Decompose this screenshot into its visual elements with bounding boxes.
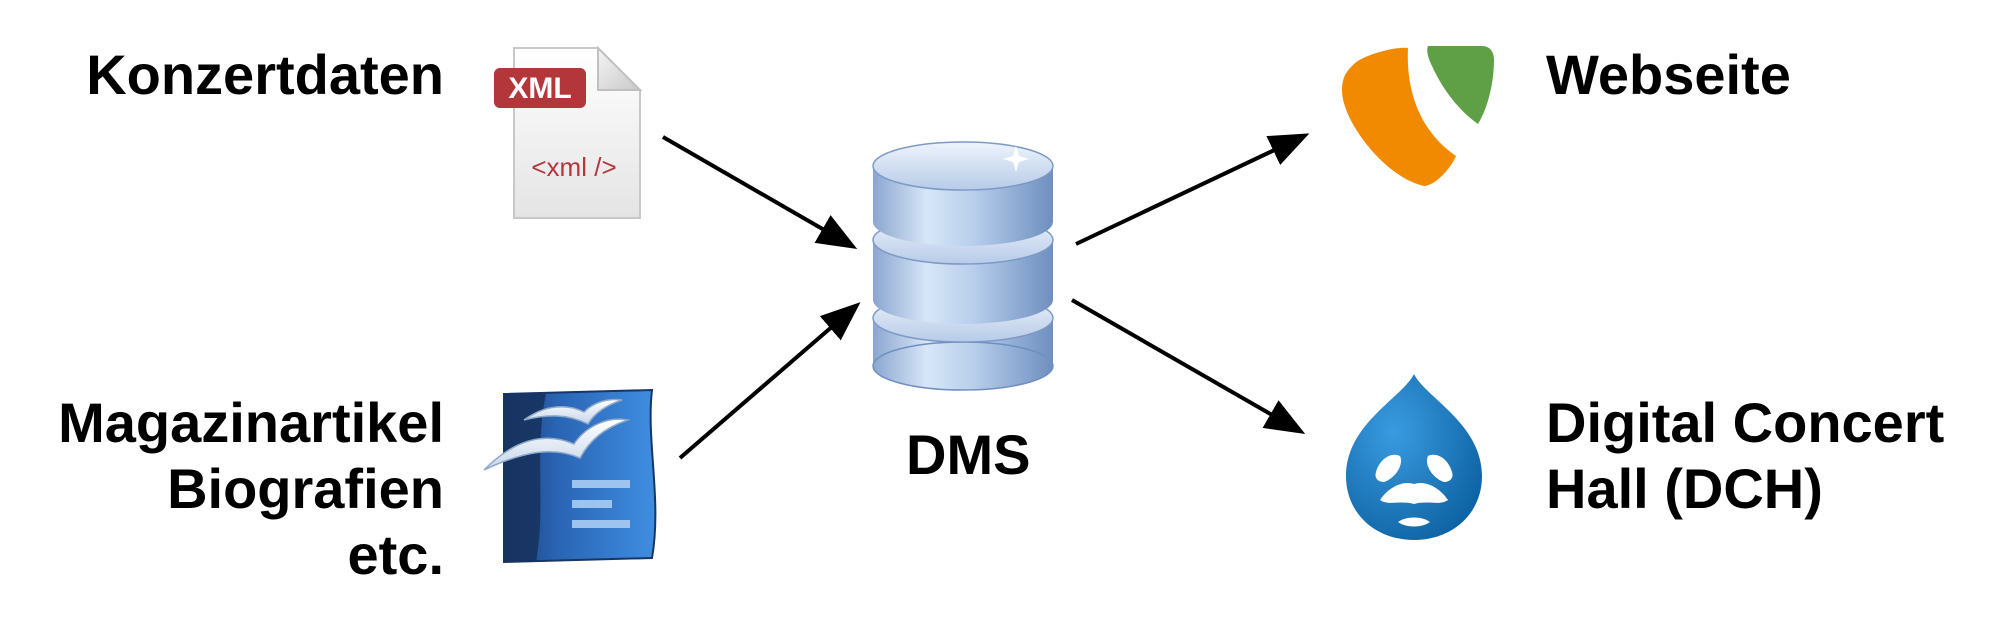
webseite-label: Webseite (1546, 43, 1791, 106)
magazine-label-line-3: etc. (347, 523, 445, 586)
dch-labels: Digital Concert Hall (DCH) (1546, 390, 1944, 522)
drupal-logo-icon (1346, 374, 1482, 540)
arrow-konzertdaten-to-dms (662, 135, 858, 249)
xml-tag-text: <xml /> (531, 152, 616, 182)
office-document-icon (483, 388, 657, 564)
dch-label-line-2: Hall (DCH) (1546, 457, 1823, 520)
dms-label: DMS (906, 423, 1031, 486)
arrow-dms-to-webseite (1075, 133, 1310, 246)
magazine-label-line-2: Biografien (167, 457, 444, 520)
arrow-dms-to-dch (1071, 298, 1306, 434)
konzertdaten-label: Konzertdaten (86, 43, 444, 106)
database-icon (872, 141, 1054, 391)
xml-file-icon: XML <xml /> (494, 45, 643, 219)
arrow-magazin-to-dms (678, 302, 861, 460)
magazine-label-line-1: Magazinartikel (58, 391, 444, 454)
dch-label-line-1: Digital Concert (1546, 391, 1945, 454)
typo3-logo-icon (1342, 46, 1494, 186)
magazine-labels: Magazinartikel Biografien etc. (58, 390, 444, 588)
xml-badge-text: XML (508, 72, 571, 105)
